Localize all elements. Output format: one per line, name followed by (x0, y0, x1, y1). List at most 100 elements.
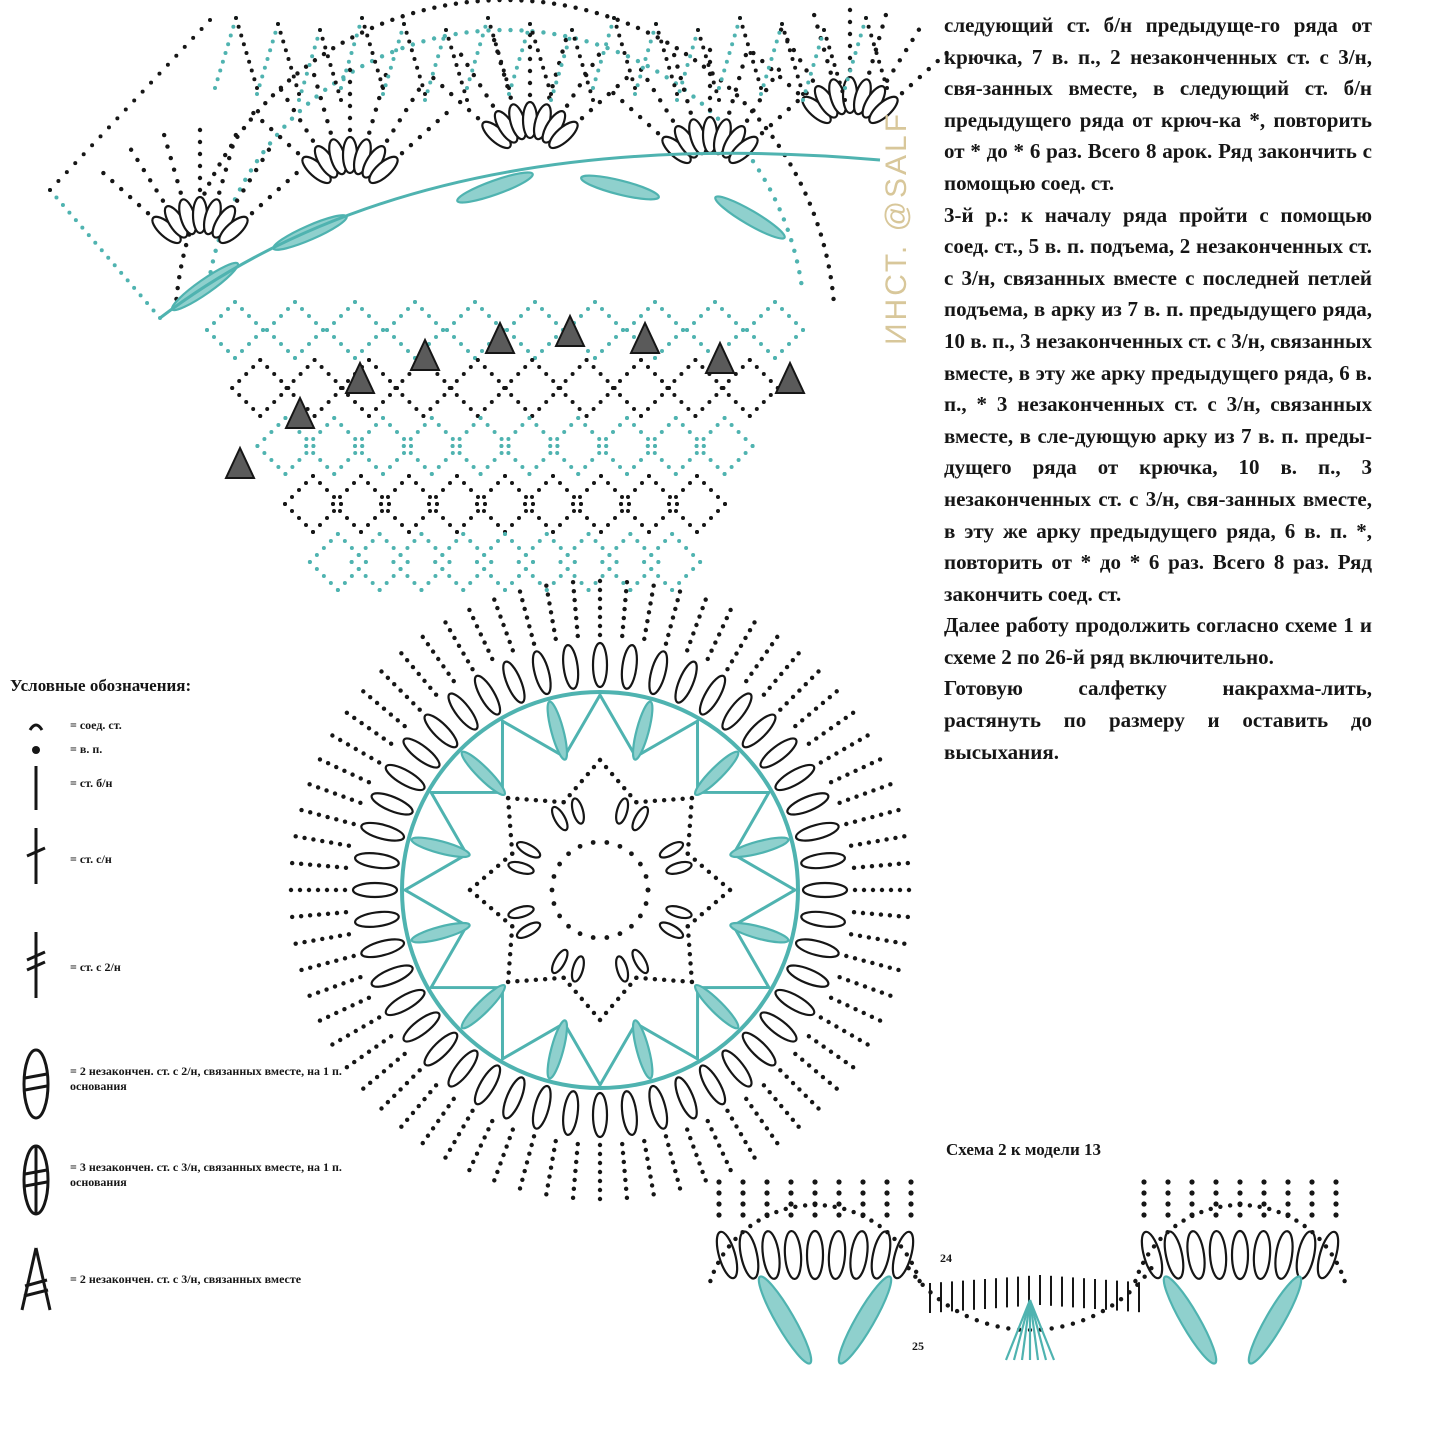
mesh-dot (333, 393, 338, 397)
cup-rim (788, 162, 793, 167)
picot-dot (669, 74, 674, 79)
picot-dot (633, 92, 637, 96)
schema-arc (726, 1244, 732, 1249)
picot-dot (213, 86, 217, 90)
mesh-dot (475, 358, 480, 362)
chain-dot (351, 821, 356, 827)
schema-arc (1329, 1252, 1335, 1257)
picot-dot (648, 39, 653, 44)
cup-rim (807, 201, 813, 206)
mesh-dot (625, 400, 629, 404)
chain-dot (870, 814, 875, 820)
picot-dot (386, 74, 391, 79)
mesh-dot (699, 342, 703, 346)
schema-arc (892, 1236, 897, 1242)
cup-rim-teal (213, 248, 218, 253)
mesh-dot (443, 458, 448, 462)
chain-dot (509, 842, 514, 847)
cup-rim-teal (305, 101, 311, 106)
fan-dot (763, 87, 769, 93)
chain-dot (567, 982, 572, 988)
mesh-dot (605, 379, 610, 383)
chain-dot (374, 731, 379, 736)
schema-arc (1237, 1202, 1243, 1208)
cup-rim (432, 5, 437, 10)
chain-dot (685, 648, 690, 653)
mesh-dot (708, 430, 713, 434)
mesh-dot (283, 416, 288, 420)
teal-stitch (546, 1019, 569, 1080)
mesh-dot (237, 379, 242, 383)
picot-dot (885, 86, 889, 90)
chain-dot (410, 664, 416, 670)
teal-stitch (729, 836, 790, 859)
mesh-dot (286, 307, 290, 311)
center-ring (590, 935, 596, 940)
chain-dot (645, 1156, 650, 1162)
mesh-dot (510, 581, 514, 585)
mesh-dot (335, 588, 340, 592)
mesh-dot (445, 328, 449, 332)
mesh-dot (433, 560, 438, 564)
chain-dot (561, 975, 566, 980)
legend-label: = 2 незакончен. ст. с 3/н, связанных вме… (70, 1272, 302, 1286)
cup-rim (222, 152, 228, 158)
fan-dot (655, 130, 661, 136)
center-ring (557, 913, 563, 919)
fan-dot (276, 186, 281, 192)
chain-dot (474, 881, 480, 887)
mesh-dot (290, 509, 294, 513)
picot-dot (604, 42, 609, 47)
mesh-dot (429, 416, 434, 420)
mesh-dot (722, 472, 727, 476)
chain-dot (478, 1143, 484, 1148)
mesh-dot (353, 300, 357, 304)
mesh-dot (625, 416, 629, 420)
schema-dot (812, 1212, 818, 1218)
chain-dot (850, 710, 856, 715)
mesh-dot (714, 393, 719, 397)
mesh-dot (537, 581, 542, 585)
chain-dot (404, 1080, 410, 1086)
fan-dot (266, 147, 272, 152)
schema-arc (708, 1278, 713, 1284)
mesh-dot (363, 546, 368, 550)
mesh-dot (265, 328, 269, 332)
mesh-dot (367, 458, 371, 462)
cup-rim (177, 275, 182, 280)
mesh-dot (345, 488, 349, 492)
chain-dot (850, 1065, 856, 1070)
chain-dot (851, 910, 857, 915)
center-cluster (631, 805, 650, 832)
mesh-dot (661, 516, 665, 520)
schema-dot (1141, 1201, 1147, 1207)
mesh-dot (335, 532, 340, 536)
chain-dot (388, 1034, 394, 1039)
mesh-dot (457, 444, 462, 448)
chain-dot (603, 1010, 609, 1016)
cluster-oval (353, 910, 400, 928)
chain-dot (645, 618, 650, 624)
chain-dot (628, 982, 633, 988)
picot-dot (803, 89, 808, 94)
cup-rim-teal (792, 248, 797, 253)
mesh-dot (544, 532, 549, 536)
cup-rim (821, 242, 827, 248)
mesh-dot (585, 516, 589, 520)
mesh-dot (649, 553, 654, 557)
picot-dot (430, 71, 435, 76)
fan-dot (606, 91, 611, 97)
mesh-dot (381, 328, 385, 332)
cup-rim-teal (552, 31, 557, 37)
mesh-dot (614, 321, 618, 325)
mesh-dot (391, 546, 396, 550)
mesh-dot (691, 567, 696, 571)
fan-dot (678, 75, 683, 81)
chain-dot (615, 996, 621, 1002)
picot-dot (373, 59, 378, 64)
mesh-dot (226, 307, 230, 311)
chain-dot (652, 976, 658, 982)
chain-dot (705, 656, 710, 662)
cup-rim-teal (519, 28, 524, 33)
chain-dot (784, 1074, 789, 1079)
